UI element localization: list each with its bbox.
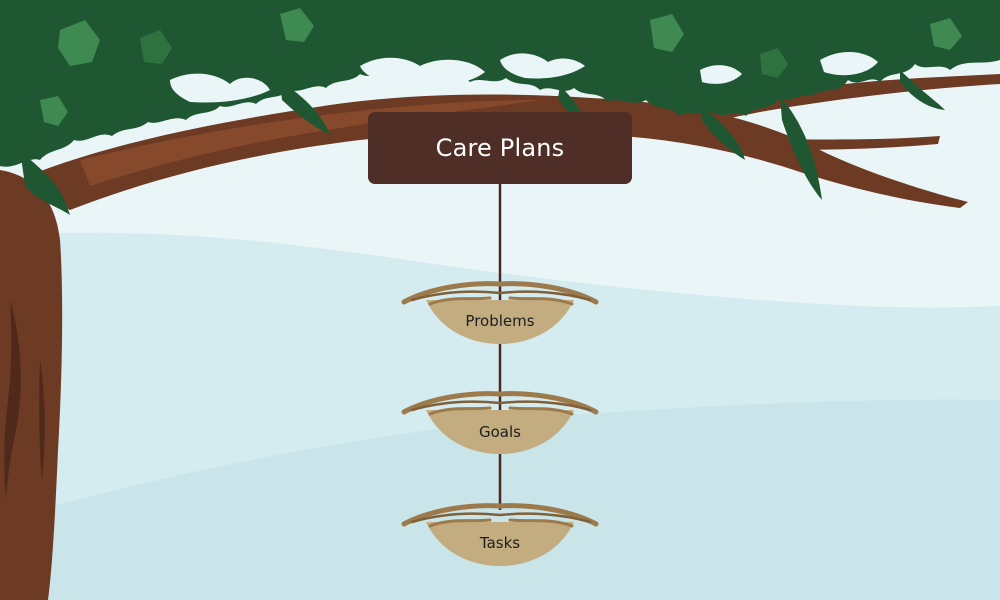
nest-problems xyxy=(401,281,599,344)
nest-label-tasks: Tasks xyxy=(479,534,521,552)
canopy-gap-2 xyxy=(360,57,485,87)
nest-label-goals: Goals xyxy=(479,423,521,441)
leaf-cluster-center-right xyxy=(700,105,745,160)
canopy-gap-5 xyxy=(820,51,878,76)
canopy-gap-3 xyxy=(500,53,585,79)
trunk-shadow-2 xyxy=(39,360,45,480)
nest-goals xyxy=(401,391,599,454)
leaf-highlight-2 xyxy=(140,30,172,64)
sign-title: Care Plans xyxy=(435,134,565,162)
leaf-canopy xyxy=(0,0,1000,167)
nest-tasks xyxy=(401,503,599,566)
leaf-cluster-center-left xyxy=(280,80,330,135)
leaf-highlight-3 xyxy=(280,8,314,42)
leaf-highlight-7 xyxy=(40,96,68,126)
leaf-cluster-right xyxy=(780,96,822,200)
leaf-cluster-left xyxy=(20,150,70,215)
canopy-gap-1 xyxy=(170,73,270,103)
leaf-highlight-5 xyxy=(760,48,788,78)
trunk-shadow xyxy=(4,300,21,500)
leaf-cluster-far-right xyxy=(900,70,945,110)
leaf-highlight-6 xyxy=(930,18,962,50)
care-plans-sign: Care Plans xyxy=(368,112,632,184)
canopy-gap-4 xyxy=(700,65,742,84)
tree-trunk xyxy=(0,170,63,600)
nest-label-problems: Problems xyxy=(465,312,535,330)
leaf-highlight-4 xyxy=(650,14,684,52)
leaf-highlight-1 xyxy=(58,20,100,66)
